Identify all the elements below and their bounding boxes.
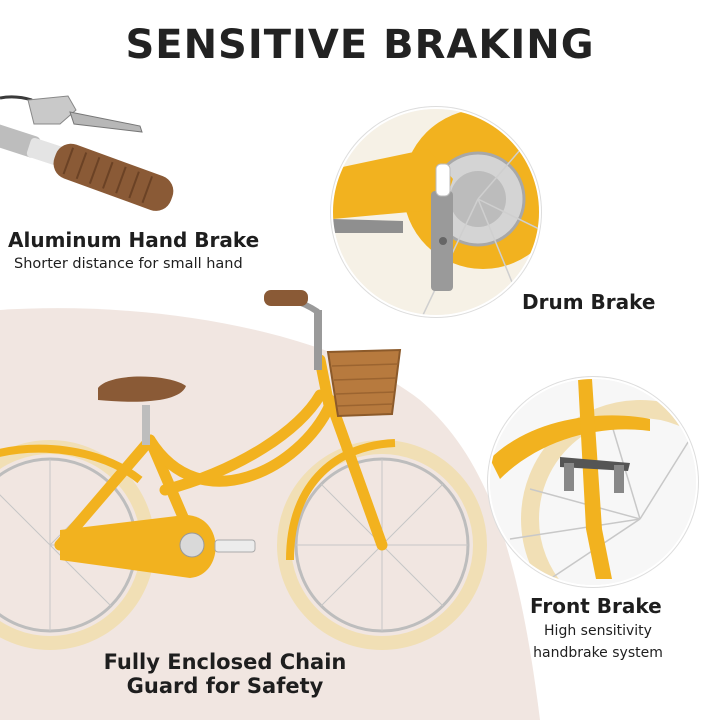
page-title: SENSITIVE BRAKING (125, 22, 595, 68)
drum-brake-photo (331, 107, 541, 317)
drum-brake-title: Drum Brake (522, 290, 656, 314)
chain-guard-title: Fully Enclosed Chain Guard for Safety (103, 650, 347, 698)
front-brake-photo (488, 377, 698, 587)
hand-brake-subtitle: Shorter distance for small hand (14, 256, 243, 272)
front-brake-title: Front Brake (530, 594, 662, 618)
hand-brake-title: Aluminum Hand Brake (8, 228, 260, 252)
front-brake-subtitle: High sensitivity handbrake system (533, 623, 663, 661)
